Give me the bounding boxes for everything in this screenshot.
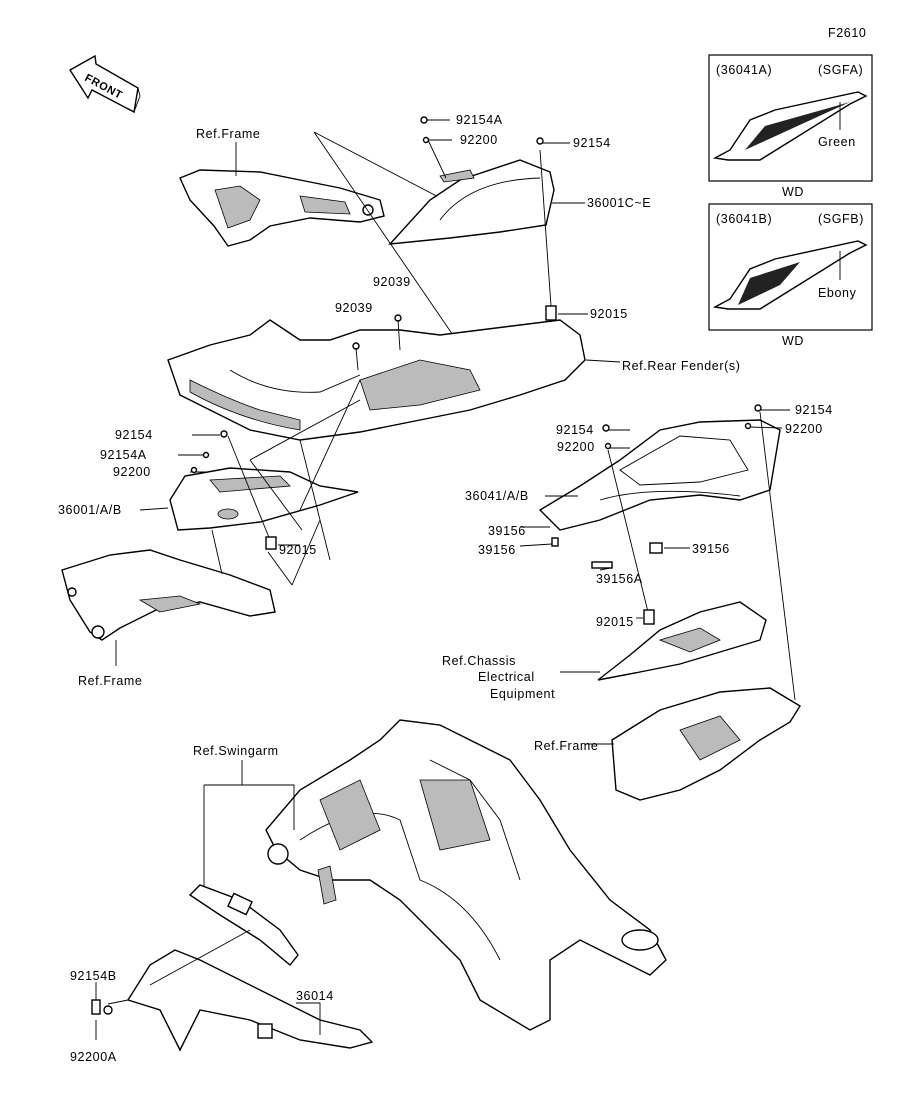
label-92039-a: 92039 (373, 275, 411, 289)
ref-frame-top-part (179, 169, 385, 247)
bolt-92154B (91, 999, 101, 1015)
part-36001-A-B (169, 467, 359, 531)
inset-part-number: (36041A) (716, 63, 772, 77)
clip-92015-left (265, 536, 277, 550)
label-39156A: 39156A (596, 572, 643, 586)
label-ref-chassis-1: Ref.Chassis (442, 654, 516, 668)
label-36041-A-B: 36041/A/B (465, 489, 529, 503)
washer-92200A (103, 1005, 113, 1015)
label-92154-left: 92154 (115, 428, 153, 442)
label-92154-right: 92154 (795, 403, 833, 417)
label-92154B: 92154B (70, 969, 117, 983)
clip-92015-top (545, 305, 557, 321)
label-92200-top: 92200 (460, 133, 498, 147)
inset-note: WD (782, 334, 804, 348)
ref-chassis-electrical-part (597, 601, 767, 681)
label-92154-top: 92154 (573, 136, 611, 150)
inset-note: WD (782, 185, 804, 199)
label-92154A-left: 92154A (100, 448, 147, 462)
part-36014 (126, 949, 374, 1052)
label-ref-swingarm: Ref.Swingarm (193, 744, 279, 758)
label-36001-A-B: 36001/A/B (58, 503, 122, 517)
figure-id: F2610 (828, 26, 866, 40)
inset-36041A: (36041A) (SGFA) Green WD (708, 54, 873, 199)
inset-36041B: (36041B) (SGFB) Ebony WD (708, 203, 873, 348)
part-36041-A-B (538, 419, 781, 531)
label-39156-c: 39156 (692, 542, 730, 556)
ref-rear-fender-part (167, 319, 586, 441)
inset-color-code: (SGFA) (818, 63, 863, 77)
chain-guard-part (188, 884, 299, 966)
label-36014: 36014 (296, 989, 334, 1003)
label-92200A: 92200A (70, 1050, 117, 1064)
ref-frame-right-part (611, 687, 801, 801)
label-92015-top: 92015 (590, 307, 628, 321)
label-39156-a: 39156 (488, 524, 526, 538)
label-92154A-top: 92154A (456, 113, 503, 127)
inset-color-name: Green (818, 135, 856, 149)
label-ref-frame-left: Ref.Frame (78, 674, 142, 688)
inset-part-number: (36041B) (716, 212, 772, 226)
inset-color-name: Ebony (818, 286, 857, 300)
label-ref-rear-fender: Ref.Rear Fender(s) (622, 359, 740, 373)
ref-frame-left-part (61, 549, 276, 641)
label-ref-chassis-3: Equipment (490, 687, 555, 701)
label-39156-b: 39156 (478, 543, 516, 557)
label-92039-b: 92039 (335, 301, 373, 315)
clip-92015-mid (643, 609, 655, 625)
label-92200-right: 92200 (785, 422, 823, 436)
inset-color-code: (SGFB) (818, 212, 864, 226)
label-92015-left: 92015 (279, 543, 317, 557)
label-92200-left: 92200 (113, 465, 151, 479)
front-arrow-icon: FRONT (69, 54, 141, 114)
ref-swingarm-part (265, 719, 667, 1031)
part-36001C-E (388, 159, 555, 245)
label-ref-frame-right: Ref.Frame (534, 739, 598, 753)
label-36001C-E: 36001C~E (587, 196, 651, 210)
label-ref-chassis-2: Electrical (478, 670, 535, 684)
label-92154-mid: 92154 (556, 423, 594, 437)
label-ref-frame-top: Ref.Frame (196, 127, 260, 141)
label-92200-mid: 92200 (557, 440, 595, 454)
label-92015-mid: 92015 (596, 615, 634, 629)
